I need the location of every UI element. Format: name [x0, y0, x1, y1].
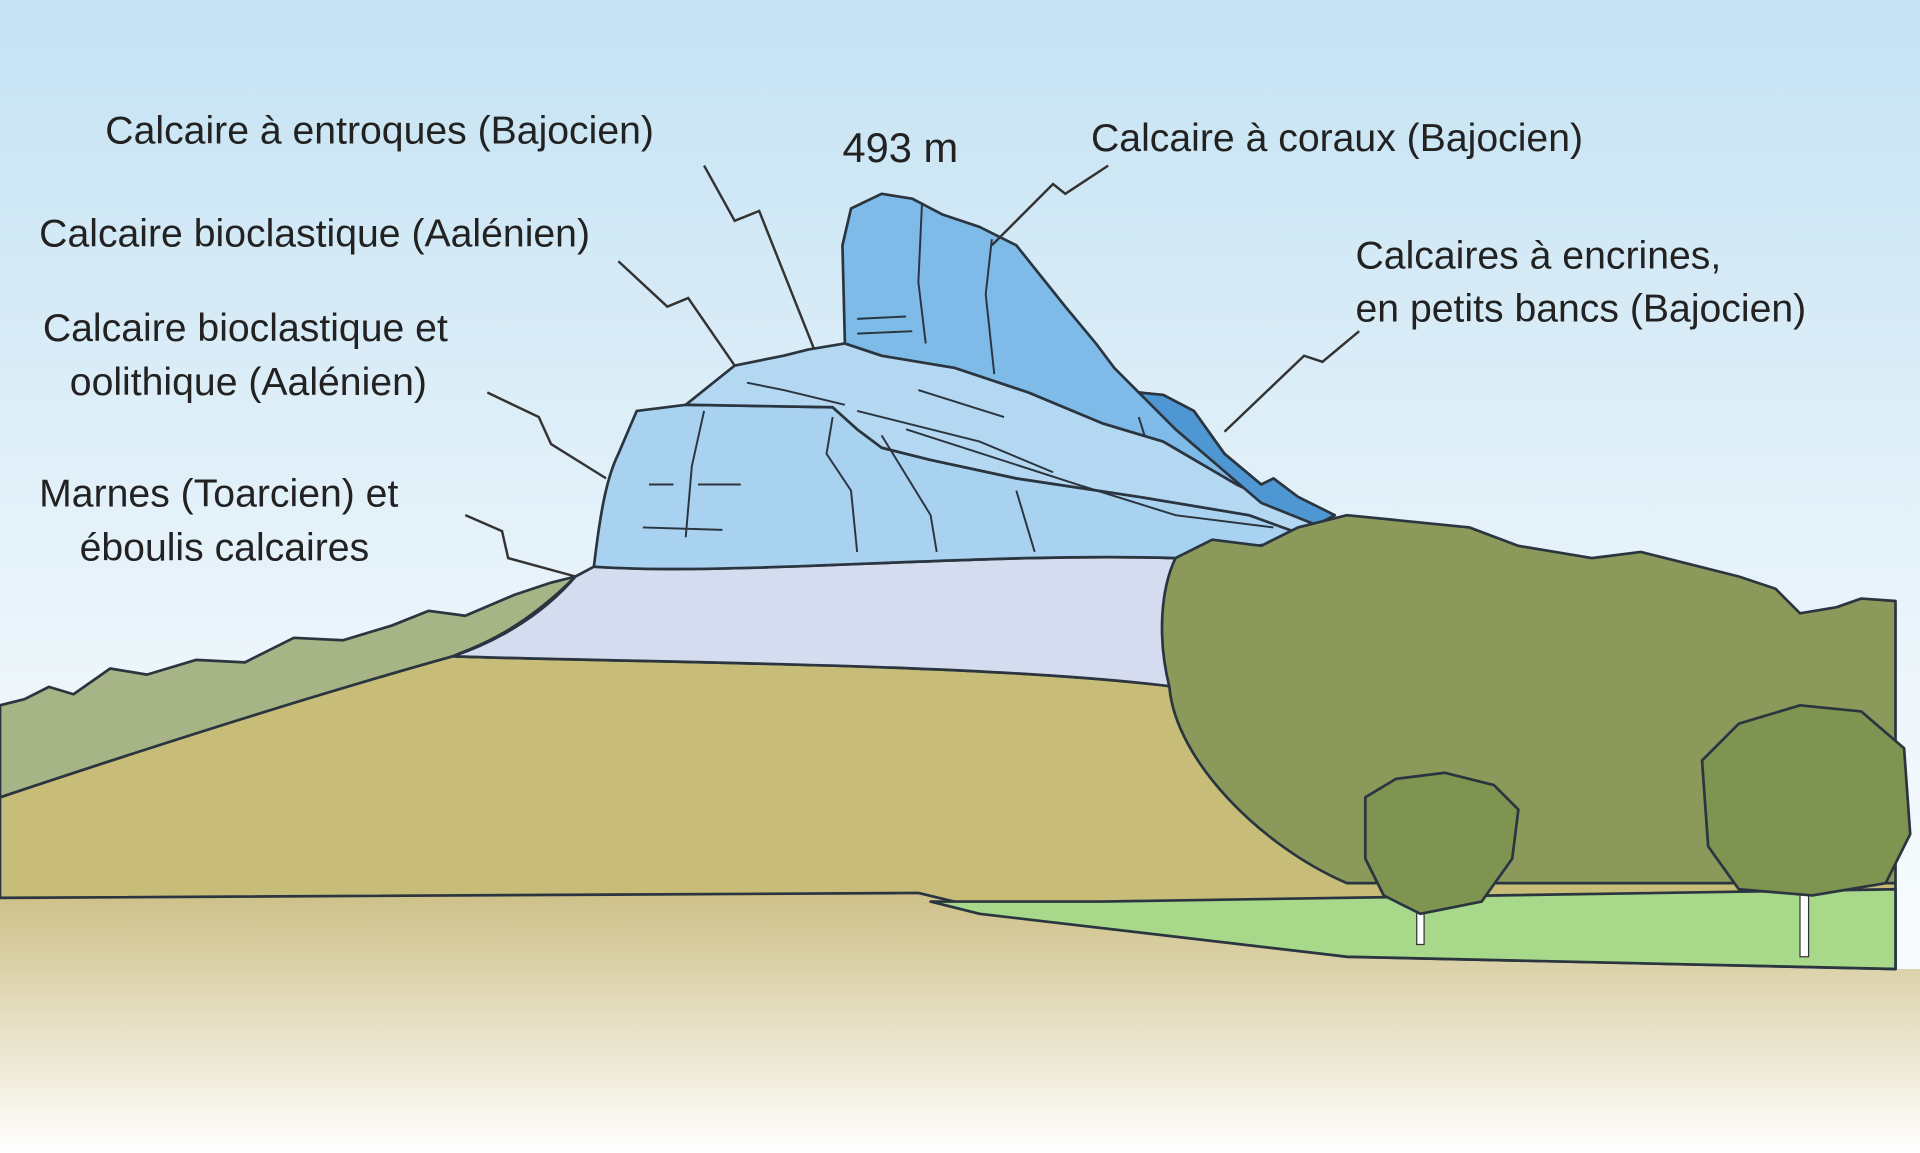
rock-fractures	[642, 202, 1274, 553]
encrinite-beds	[1137, 391, 1337, 527]
label-marnes-line1: Marnes (Toarcien) et	[39, 473, 398, 516]
label-bioclastique: Calcaire bioclastique (Aalénien)	[39, 213, 590, 256]
foreground-ground	[0, 889, 1920, 1153]
label-oolithique-line1: Calcaire bioclastique et	[43, 307, 448, 350]
leader-lines	[464, 164, 1360, 578]
label-entroques: Calcaire à entroques (Bajocien)	[105, 109, 654, 152]
label-encrines-line1: Calcaires à encrines,	[1356, 235, 1722, 278]
tree-1	[1363, 771, 1520, 946]
altitude-label: 493 m	[842, 124, 958, 171]
meadow	[929, 887, 1897, 971]
label-marnes-line2: éboulis calcaires	[80, 527, 370, 570]
label-coraux: Calcaire à coraux (Bajocien)	[1091, 117, 1583, 160]
tree-2	[1700, 703, 1912, 958]
label-encrines-line2: en petits bancs (Bajocien)	[1356, 287, 1807, 330]
label-oolithique-line2: oolithique (Aalénien)	[70, 361, 427, 404]
